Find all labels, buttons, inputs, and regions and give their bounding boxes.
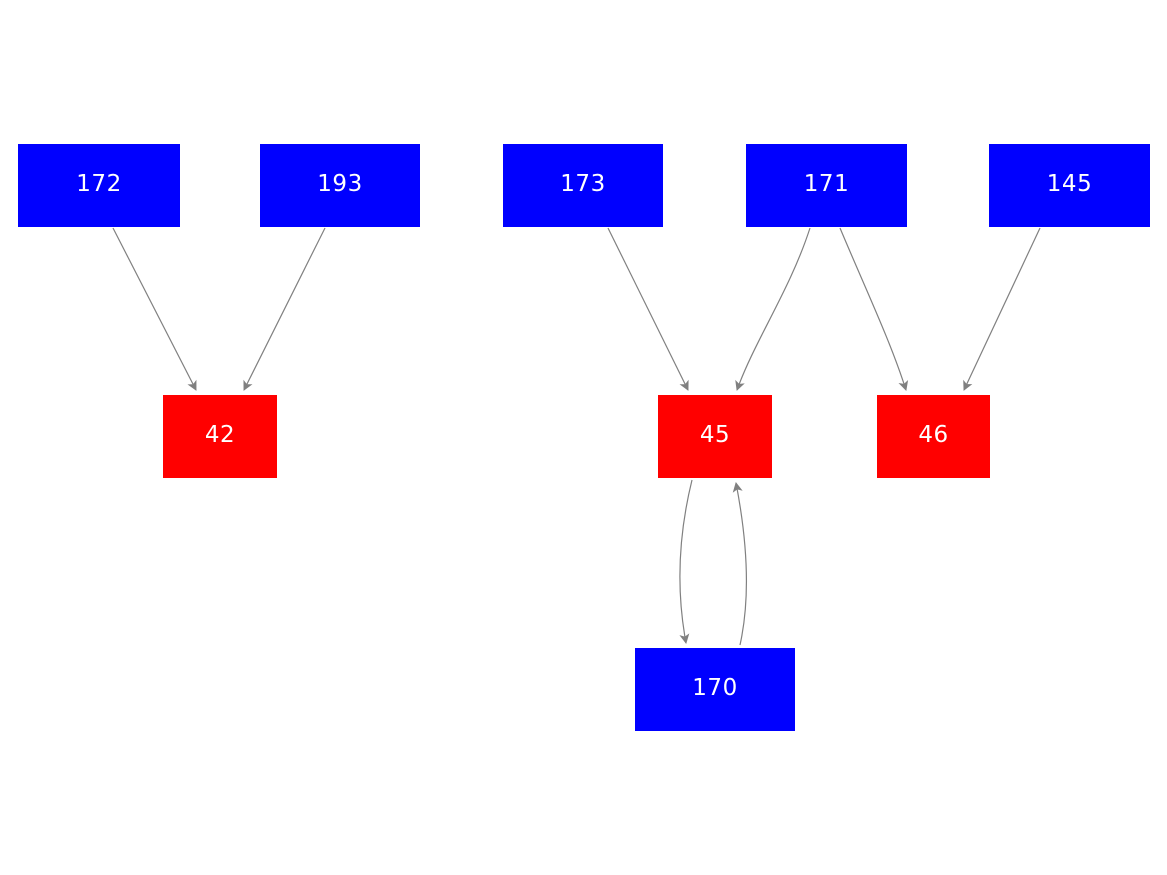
graph-edge-193-to-42 [243, 227, 326, 391]
graph-node-46[interactable]: 46 [877, 395, 990, 478]
graph-edge-45-to-170 [679, 479, 693, 644]
graph-edge-173-to-45 [607, 227, 689, 391]
graph-node-label: 45 [699, 422, 731, 448]
graph-edge-172-to-42 [112, 227, 197, 391]
graph-node-label: 193 [317, 171, 363, 197]
graph-edge-171-to-45 [735, 227, 811, 391]
graph-node-170[interactable]: 170 [635, 648, 795, 731]
graph-node-193[interactable]: 193 [260, 144, 420, 227]
graph-node-42[interactable]: 42 [163, 395, 277, 478]
graph-edge-170-to-45 [732, 482, 747, 646]
graph-node-label: 42 [204, 422, 236, 448]
graph-node-172[interactable]: 172 [18, 144, 180, 227]
graph-node-45[interactable]: 45 [658, 395, 772, 478]
graph-node-label: 172 [76, 171, 122, 197]
graph-node-label: 145 [1046, 171, 1093, 197]
graph-node-173[interactable]: 173 [503, 144, 663, 227]
graph-node-label: 171 [803, 171, 850, 197]
graph-node-label: 170 [692, 675, 738, 701]
graph-node-171[interactable]: 171 [746, 144, 907, 227]
graph-edge-145-to-46 [963, 227, 1041, 391]
graph-edge-171-to-46 [839, 227, 909, 391]
graph-node-145[interactable]: 145 [989, 144, 1150, 227]
graph-node-label: 46 [918, 422, 949, 448]
graph-node-label: 173 [560, 171, 606, 197]
